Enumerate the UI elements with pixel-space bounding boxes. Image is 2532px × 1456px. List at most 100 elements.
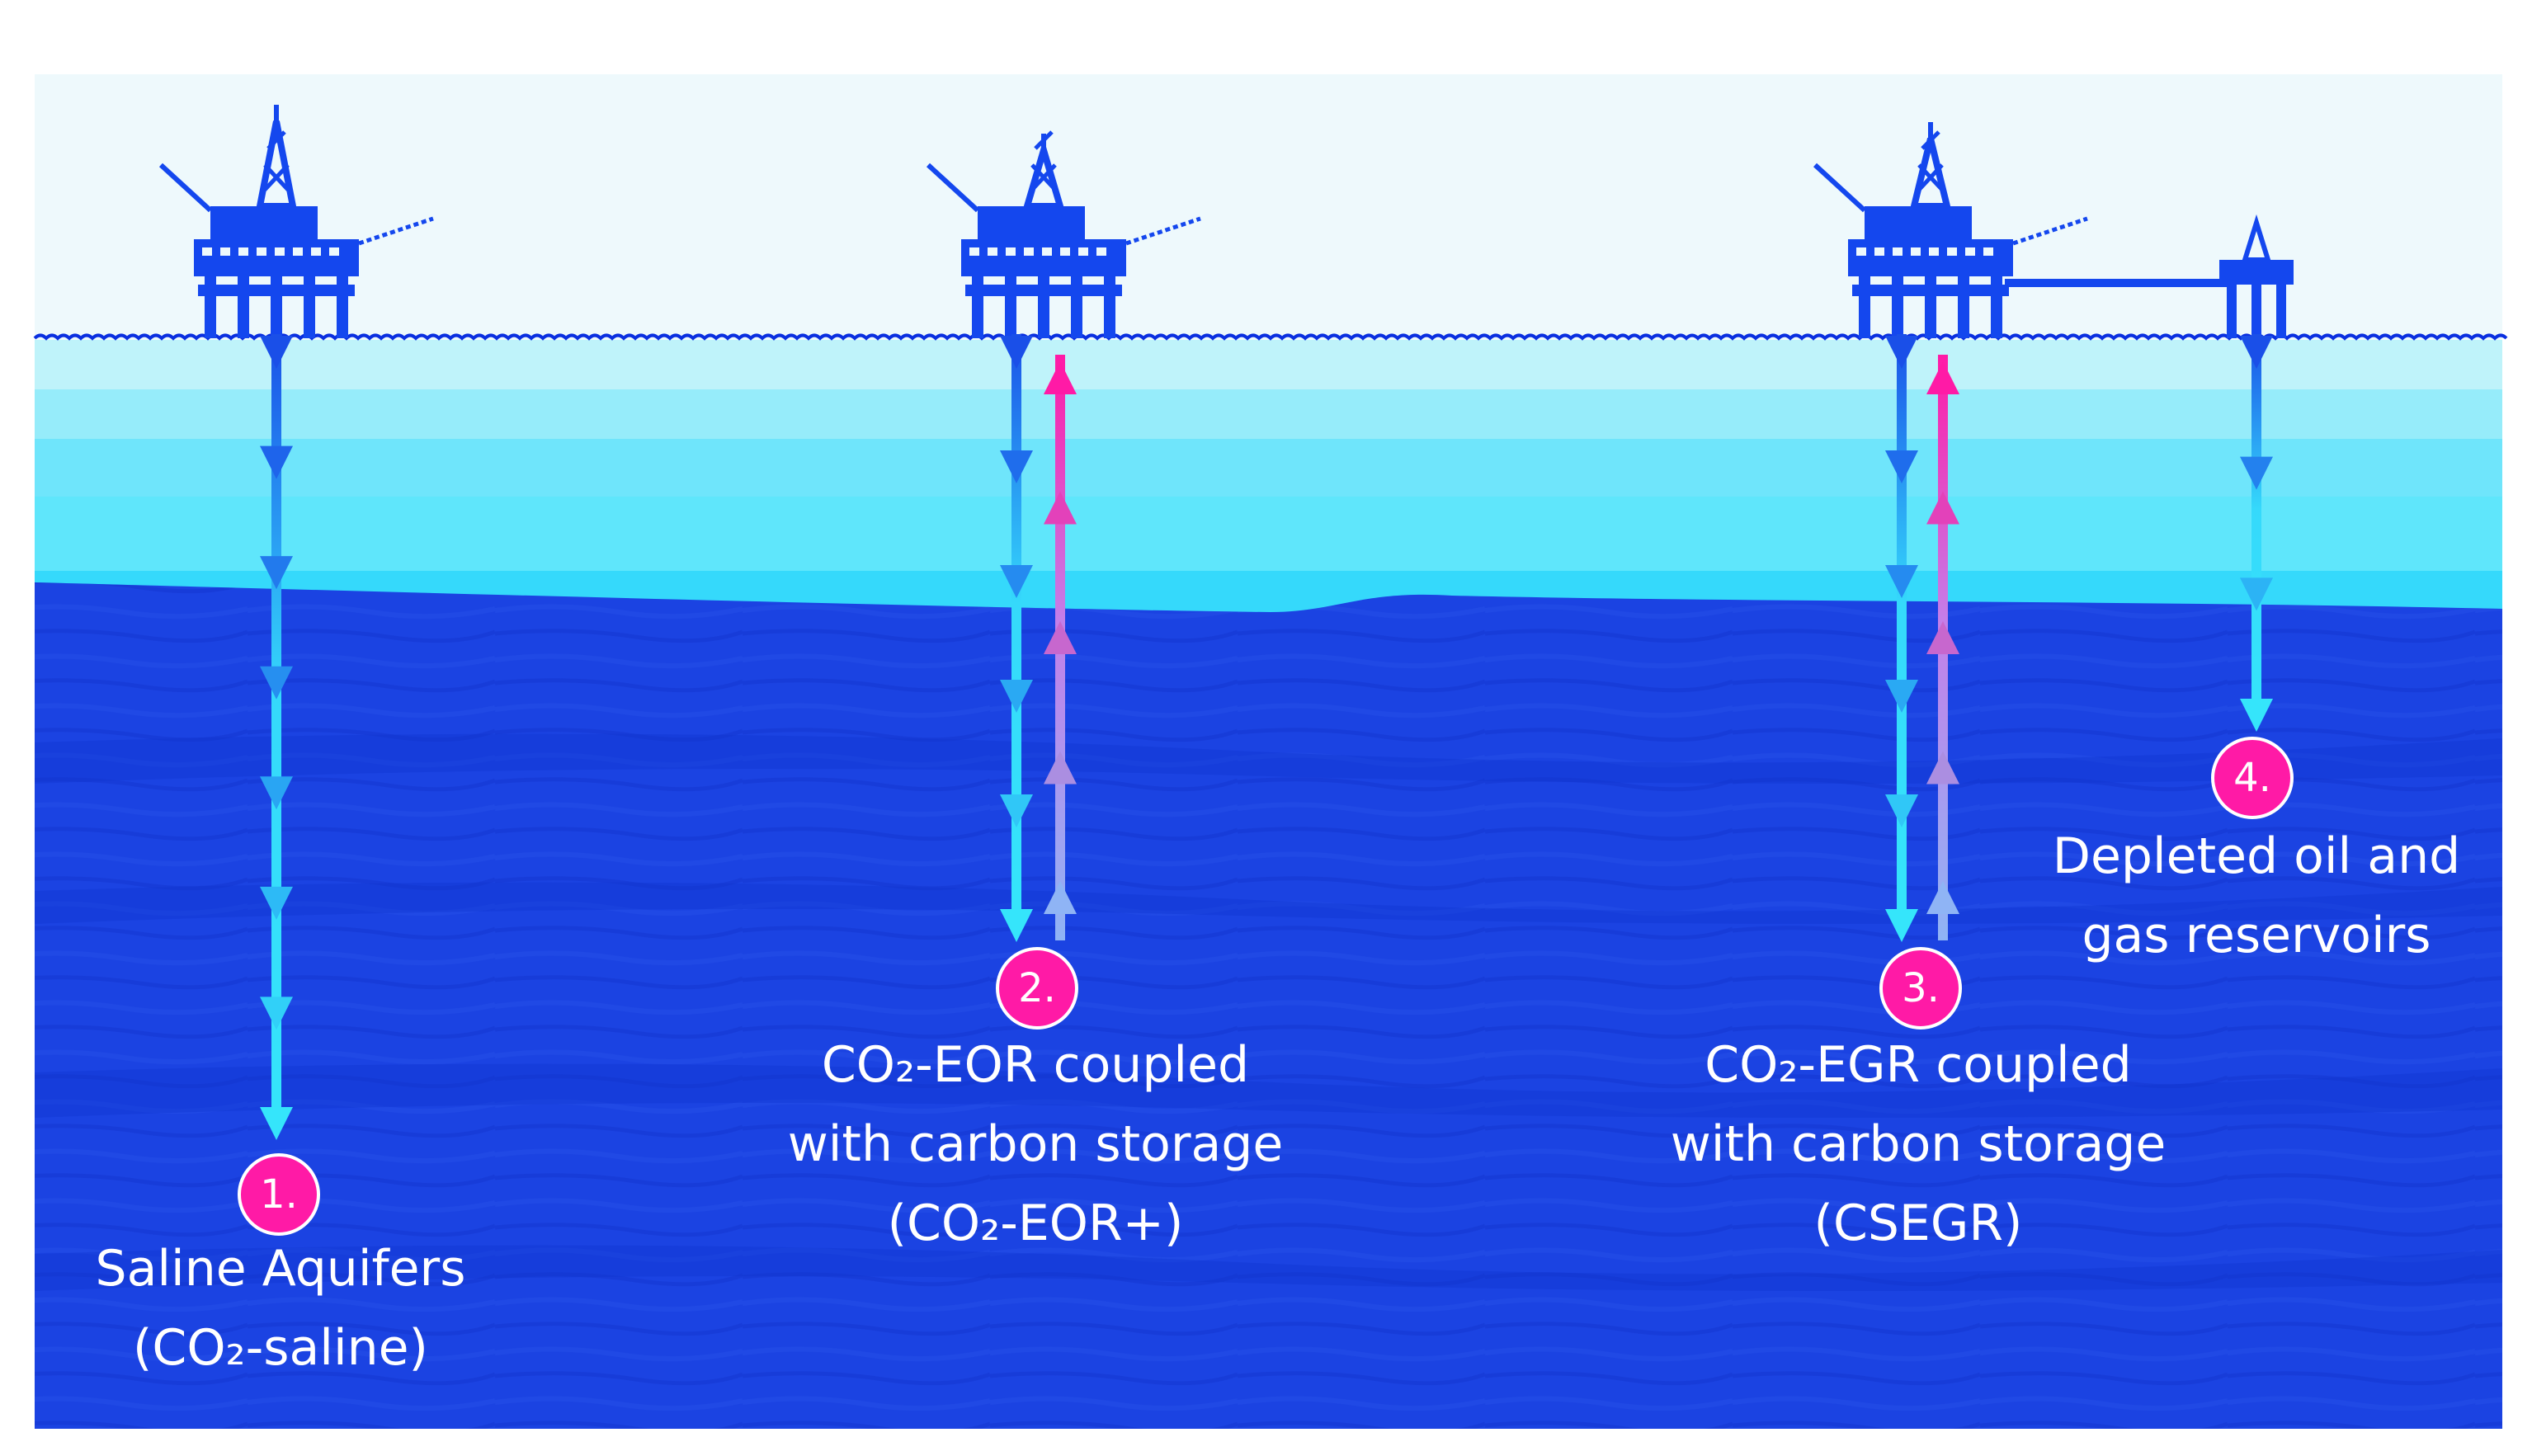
platform-3-deck-lower	[1848, 239, 2013, 276]
site-4-label: Depleted oil and gas reservoirs	[2025, 817, 2487, 975]
platform-1-window-2	[220, 247, 230, 256]
platform-1-flare-boom	[358, 216, 434, 246]
platform-2-derrick-top	[1041, 134, 1046, 153]
site-1-injection-arrow-chevron-3	[260, 556, 293, 590]
site-2-injection-arrow-chevron-2	[1000, 450, 1033, 483]
platform-3-leg-3	[1925, 272, 1936, 338]
platform-3-crane	[1813, 163, 1867, 213]
platform-2-crane	[926, 163, 980, 213]
platform-1-window-3	[238, 247, 248, 256]
site-3-injection-arrow-chevron-5	[1885, 794, 1918, 827]
platform-1-leg-5	[337, 272, 348, 338]
site-1-injection-arrow-chevron-7	[260, 997, 293, 1030]
platform-2-window-3	[1006, 247, 1016, 256]
platform-3-derrick-top	[1928, 122, 1933, 142]
water-band-1	[35, 340, 2502, 389]
seabed-layer-4	[35, 1245, 2502, 1291]
platform-3-window-5	[1929, 247, 1939, 256]
platform-3-derrick	[1909, 138, 1952, 210]
site-2-production-arrow-chevron-2	[1044, 491, 1077, 525]
site-3-injection-arrow-chevron-2	[1885, 450, 1918, 483]
site-4-injection-arrow-chevron-3	[2240, 577, 2273, 611]
platform-3-window-6	[1947, 247, 1957, 256]
site-3-label: CO₂-EGR coupled with carbon storage (CSE…	[1650, 1025, 2186, 1263]
platform-1-window-7	[311, 247, 321, 256]
site-3-badge: 3.	[1879, 947, 1962, 1030]
site-2-injection-arrow-chevron-5	[1000, 794, 1033, 827]
platform-2-window-4	[1024, 247, 1034, 256]
seabed-layer-2	[35, 882, 2502, 924]
site-1-injection-arrow-chevron-5	[260, 776, 293, 810]
water-band-3	[35, 439, 2502, 497]
platform-1-window-6	[293, 247, 303, 256]
site-3-line-1: CO₂-EGR coupled	[1705, 1036, 2132, 1094]
water-surface-line	[33, 333, 2508, 341]
platform-2-leg-1	[972, 272, 983, 338]
water-band-2	[35, 389, 2502, 439]
site-2-injection-arrow-chevron-1	[1000, 336, 1033, 369]
site-1-injection-arrow-chevron-8	[260, 1107, 293, 1140]
site-3-injection-arrow-chevron-6	[1885, 909, 1918, 942]
site-1-badge: 1.	[238, 1153, 320, 1236]
platform-1-window-4	[257, 247, 266, 256]
platform-4-derrick	[2241, 214, 2272, 262]
site-4-injection-arrow-chevron-1	[2240, 336, 2273, 369]
sky	[35, 74, 2502, 340]
platform-1-deck-lower	[194, 239, 359, 276]
platform-3-window-1	[1856, 247, 1866, 256]
seabed-strata	[35, 582, 2502, 1429]
platform-1-deck-upper	[210, 206, 318, 243]
platform-3-flare-boom	[2012, 216, 2088, 246]
site-4-line-2: gas reservoirs	[2082, 907, 2431, 964]
platform-3-leg-5	[1991, 272, 2002, 338]
background-layers	[33, 74, 2508, 1429]
platform-3-window-7	[1965, 247, 1975, 256]
site-4-injection-arrow-chevron-4	[2240, 699, 2273, 732]
platform-3-brace	[1852, 285, 2009, 296]
platform-4-leg-2	[2251, 280, 2261, 338]
platform-2-flare-boom	[1125, 216, 1201, 246]
site-3-production-arrow-chevron-4	[1926, 751, 1959, 785]
site-2-line-2: with carbon storage	[787, 1115, 1284, 1173]
platform-2-deck-lower	[961, 239, 1126, 276]
site-3-line-2: with carbon storage	[1670, 1115, 2167, 1173]
platform-3-leg-2	[1892, 272, 1903, 338]
platform-4-leg-3	[2276, 280, 2286, 338]
site-1-line-1: Saline Aquifers	[95, 1240, 466, 1298]
platform-2-leg-4	[1071, 272, 1082, 338]
platform-3	[1813, 122, 2088, 338]
platform-2-derrick	[1022, 138, 1065, 210]
seabed-layer-1	[35, 733, 2502, 784]
site-1-line-2: (CO₂-saline)	[133, 1319, 428, 1377]
platform-2-leg-2	[1005, 272, 1016, 338]
platform-1-leg-4	[304, 272, 315, 338]
platform-1-window-5	[275, 247, 285, 256]
site-2-injection-arrow-chevron-4	[1000, 680, 1033, 713]
platform-1-leg-1	[205, 272, 216, 338]
site-4-injection-arrow-chevron-2	[2240, 456, 2273, 490]
site-2-production-arrow-chevron-3	[1044, 621, 1077, 654]
site-2-line-3: (CO₂-EOR+)	[887, 1194, 1184, 1252]
site-3-production-arrow-chevron-2	[1926, 491, 1959, 525]
water-band-4	[35, 497, 2502, 571]
platform-2	[926, 130, 1201, 338]
site-4-injection-arrow-shaft	[2251, 334, 2261, 722]
platform-4-leg-1	[2227, 280, 2237, 338]
site-1-injection-arrow-chevron-1	[260, 336, 293, 369]
platform-2-window-1	[969, 247, 979, 256]
site-4-line-1: Depleted oil and	[2052, 827, 2461, 885]
site-2-injection-arrow-chevron-3	[1000, 565, 1033, 598]
site-3-injection-arrow-shaft	[1897, 334, 1907, 932]
platform-2-window-2	[988, 247, 997, 256]
platform-1-brace	[198, 285, 355, 296]
platform-2-window-5	[1042, 247, 1052, 256]
site-2-production-arrow-chevron-5	[1044, 881, 1077, 914]
platform-3-deck-upper	[1865, 206, 1972, 243]
site-3-production-arrow-chevron-5	[1926, 881, 1959, 914]
platform-4	[2219, 214, 2294, 338]
site-3-production-arrow-chevron-3	[1926, 621, 1959, 654]
site-4-badge: 4.	[2211, 737, 2294, 819]
platform-1-leg-2	[238, 272, 249, 338]
site-1-injection-arrow-chevron-6	[260, 886, 293, 920]
